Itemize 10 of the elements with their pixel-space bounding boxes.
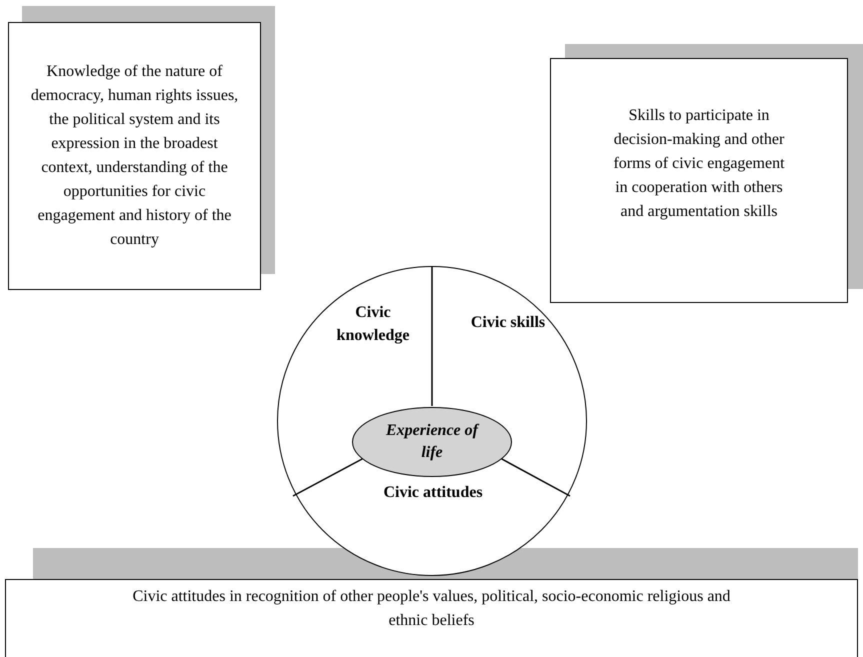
segment-label: Civic skills [438,311,578,341]
text-box [5,579,858,657]
segment-label: Civic attitudes [348,481,518,511]
segment-label: Civic knowledge [318,301,428,361]
box-text: Skills to participate in decision-making and other forms of civic engagement in cooperation with others and argumentation skills [612,106,786,222]
text-box [8,22,261,290]
center-ellipse: Experience of life [352,407,512,477]
box-text: Knowledge of the nature of democracy, human rights issues, the political system and its expression in the broadest context, understanding of the opportunities for civic engagement and history of the country [30,62,240,250]
box-text: Civic attitudes in recognition of other people's values, political, socio-economic religious and ethnic beliefs [132,587,732,631]
text-box [550,58,848,303]
